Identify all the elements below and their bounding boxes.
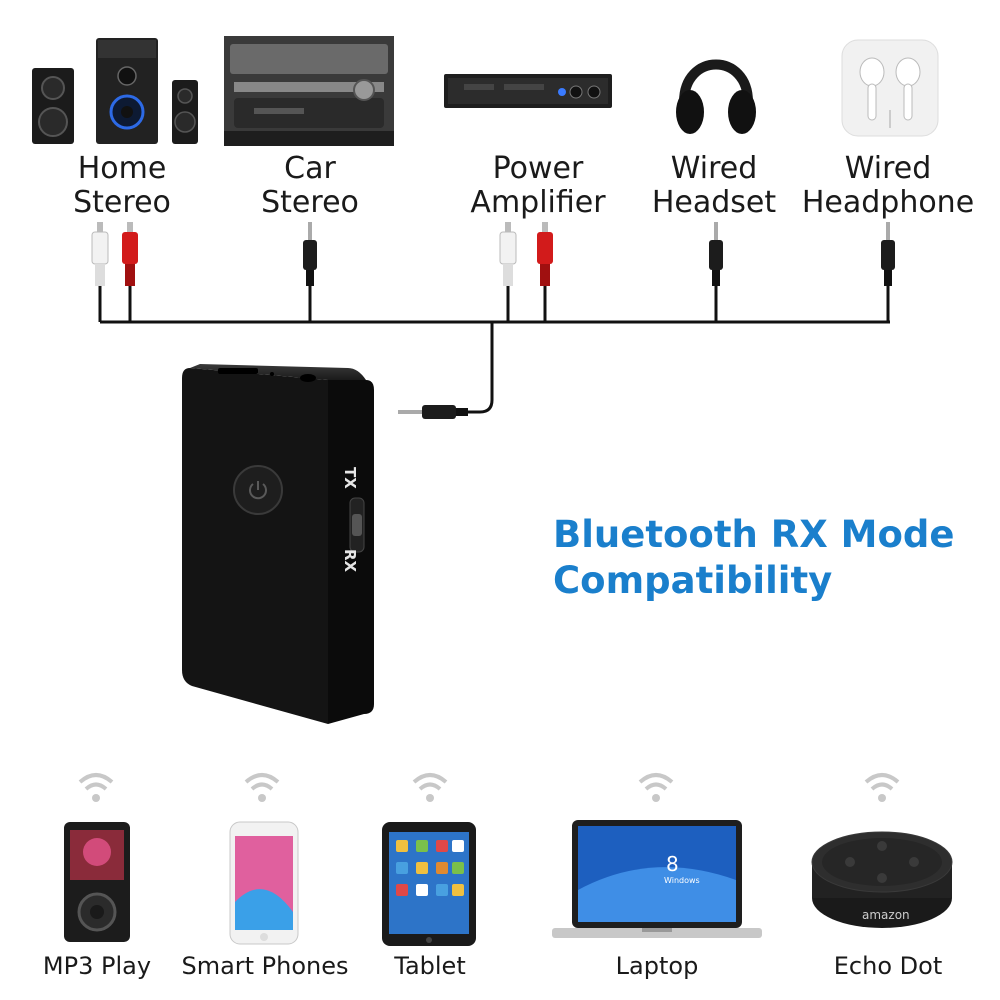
earphone-icon — [841, 39, 939, 137]
aux-plug-horizontal-icon — [398, 405, 468, 419]
wifi-icon — [412, 773, 448, 802]
rca-plug-white-icon — [91, 222, 109, 286]
car-stereo-icon — [224, 36, 394, 146]
bottom-device-label-echo-dot: Echo Dot — [833, 952, 943, 980]
wifi-icon — [78, 773, 114, 802]
wifi-icon — [638, 773, 674, 802]
laptop-os-name: Windows — [664, 876, 700, 885]
headline-line-1: Bluetooth RX Mode — [553, 513, 955, 556]
rx-switch-label: RX — [341, 549, 359, 573]
headline: Bluetooth RX Mode Compatibility — [553, 512, 954, 604]
rca-plug-white-icon — [499, 222, 517, 286]
wifi-icon — [244, 773, 280, 802]
home-stereo-icon — [32, 38, 198, 144]
aux-jack-icon — [709, 222, 723, 286]
laptop-icon — [552, 820, 762, 938]
tablet-icon — [382, 822, 476, 946]
smartphone-icon — [229, 821, 299, 945]
headset-icon — [676, 59, 756, 134]
laptop-os-version: 8 — [666, 852, 679, 876]
aux-jack-icon — [303, 222, 317, 286]
mp3-player-icon — [64, 822, 130, 942]
bottom-device-label-laptop: Laptop — [615, 952, 699, 980]
wifi-icon — [864, 773, 900, 802]
bottom-device-label-mp3: MP3 Play — [42, 952, 152, 980]
bottom-device-label-smartphones: Smart Phones — [181, 952, 349, 980]
echo-brand-logo: amazon — [862, 908, 910, 922]
power-amplifier-icon — [444, 74, 612, 108]
bottom-device-label-tablet: Tablet — [394, 952, 466, 980]
cable-network — [98, 285, 890, 414]
headline-line-2: Compatibility — [553, 559, 833, 602]
aux-jack-icon — [881, 222, 895, 286]
echo-dot-icon — [811, 831, 953, 928]
rca-plug-red-icon — [122, 222, 138, 286]
tx-switch-label: TX — [341, 467, 359, 489]
rca-plug-red-icon — [537, 222, 553, 286]
power-icon — [249, 481, 267, 500]
bluetooth-transmitter-device — [182, 364, 374, 724]
